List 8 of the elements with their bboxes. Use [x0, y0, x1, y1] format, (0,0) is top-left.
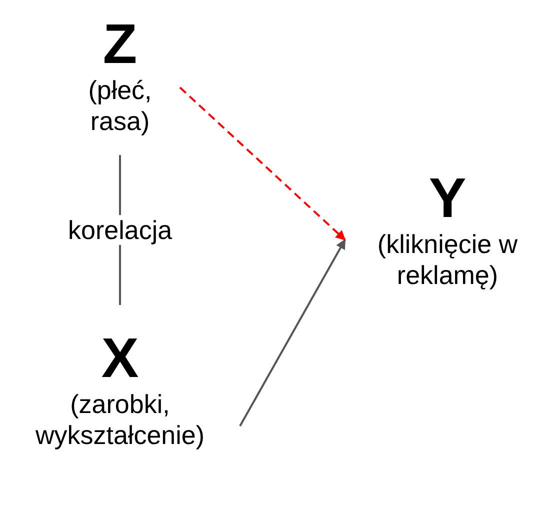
variable-description: (kliknięcie w reklamę): [376, 229, 519, 291]
variable-letter: Z: [102, 13, 138, 75]
variable-letter: Y: [428, 167, 466, 229]
arrow: [239, 238, 346, 426]
arrow: [179, 86, 346, 241]
variable-letter: X: [101, 327, 139, 389]
variable-description: (płeć, rasa): [87, 75, 153, 137]
variable-description: (zarobki, wykształcenie): [34, 389, 206, 451]
